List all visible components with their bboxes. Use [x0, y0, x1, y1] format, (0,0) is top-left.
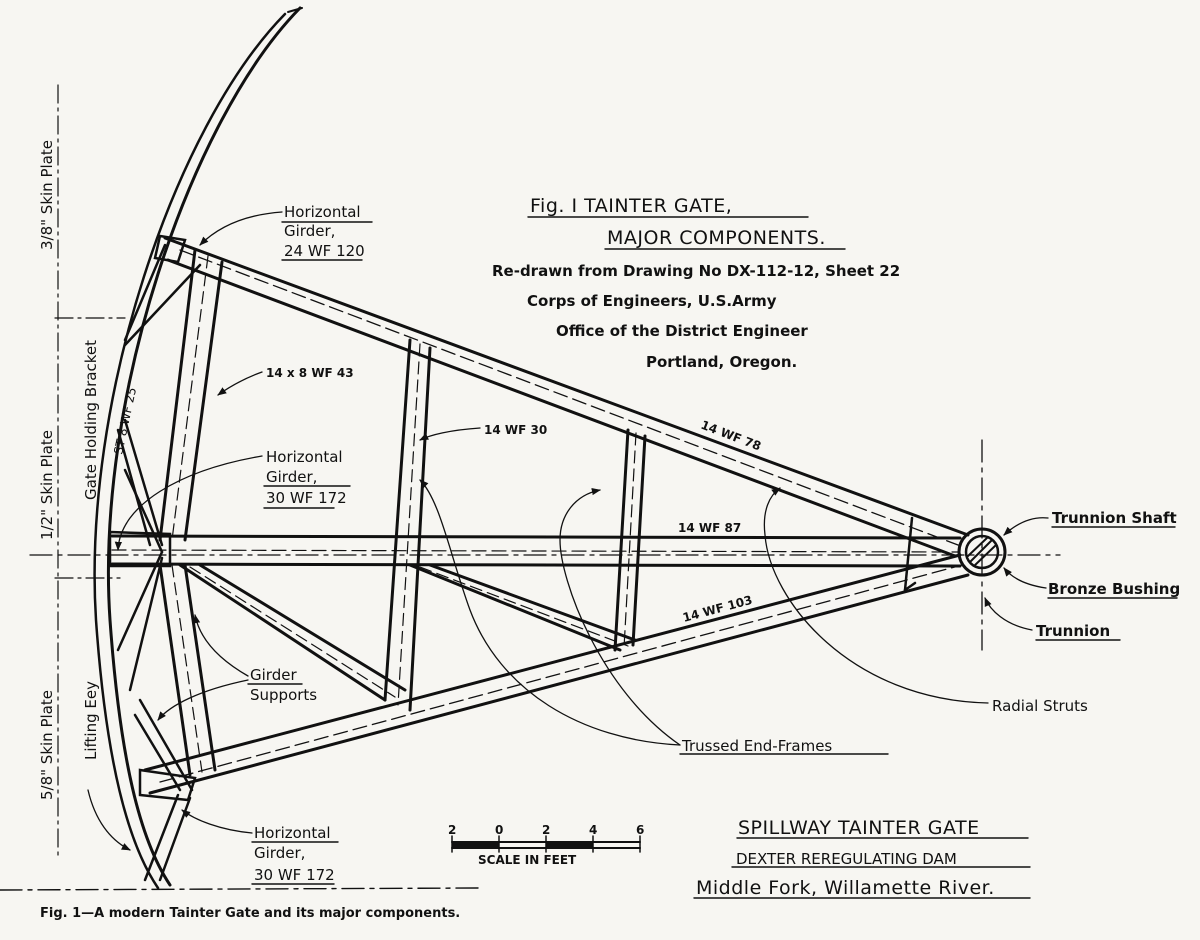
project-line-3: Middle Fork, Willamette River. — [696, 877, 995, 899]
scale-tick-2: 2 — [542, 823, 550, 837]
source-line-4: Portland, Oregon. — [646, 353, 797, 371]
label-skin-plate-mid: 1/2" Skin Plate — [38, 430, 56, 540]
scale-bar — [451, 835, 641, 853]
label-girder-bot-3: 30 WF 172 — [254, 866, 335, 884]
label-bronze-bushing: Bronze Bushing — [1048, 580, 1180, 598]
truss-diagonals — [178, 563, 637, 702]
figure-title-line2: MAJOR COMPONENTS. — [607, 227, 826, 249]
label-girder-top-2: Girder, — [284, 222, 335, 240]
project-line-1: SPILLWAY TAINTER GATE — [738, 817, 980, 839]
source-line-1: Re-drawn from Drawing No DX-112-12, Shee… — [492, 262, 900, 280]
label-trunnion: Trunnion — [1036, 622, 1110, 640]
label-st8wf25: ST 8 WF 25 — [111, 386, 139, 455]
label-girder-mid-2: Girder, — [266, 468, 317, 486]
scale-labels: 2 0 2 4 6 SCALE IN FEET — [448, 823, 644, 867]
figure-title-block: Fig. I TAINTER GATE, MAJOR COMPONENTS. R… — [492, 195, 900, 371]
label-skin-plate-top: 3/8" Skin Plate — [38, 140, 56, 250]
source-line-3: Office of the District Engineer — [556, 322, 808, 340]
label-girder-top-1: Horizontal — [284, 203, 361, 221]
skin-dimension-lines — [54, 84, 126, 861]
scale-tick-4: 6 — [636, 823, 644, 837]
label-girder-supports-2: Supports — [250, 686, 317, 704]
baseline-rule — [0, 887, 481, 891]
member-14x8-wf43 — [158, 248, 224, 777]
skin-plate — [93, 6, 303, 890]
label-14wf87: 14 WF 87 — [678, 521, 741, 535]
radial-strut-bottom — [143, 553, 970, 795]
project-line-2: DEXTER REREGULATING DAM — [736, 850, 957, 868]
label-girder-bot-1: Horizontal — [254, 824, 331, 842]
label-gate-holding-bracket: Gate Holding Bracket — [82, 340, 100, 500]
tainter-gate-drawing: Fig. I TAINTER GATE, MAJOR COMPONENTS. R… — [0, 6, 1180, 899]
radial-strut-top — [163, 236, 970, 558]
label-girder-mid-1: Horizontal — [266, 448, 343, 466]
label-14x8wf43: 14 x 8 WF 43 — [266, 366, 354, 380]
source-line-2: Corps of Engineers, U.S.Army — [527, 292, 777, 310]
scale-tick-3: 4 — [589, 823, 597, 837]
label-radial-struts: Radial Struts — [992, 697, 1088, 715]
scale-caption: SCALE IN FEET — [478, 853, 577, 867]
center-line — [29, 439, 1061, 651]
label-skin-plate-bot: 5/8" Skin Plate — [38, 690, 56, 800]
strut-end-plates — [903, 516, 917, 592]
girder-blocks — [108, 234, 197, 802]
component-labels: Horizontal Girder, 24 WF 120 14 x 8 WF 4… — [38, 140, 1180, 884]
figure-title-line1: Fig. I TAINTER GATE, — [530, 195, 732, 217]
leader-lines — [87, 211, 1049, 851]
label-girder-supports-1: Girder — [250, 666, 297, 684]
scale-tick-0: 2 — [448, 823, 456, 837]
figure-caption: Fig. 1—A modern Tainter Gate and its maj… — [40, 906, 461, 921]
member-14wf30 — [383, 338, 432, 712]
scale-tick-1: 0 — [495, 823, 503, 837]
label-girder-top-3: 24 WF 120 — [284, 242, 365, 260]
label-trussed-end-frames: Trussed End-Frames — [681, 737, 832, 755]
label-girder-bot-2: Girder, — [254, 844, 305, 862]
girder-supports — [116, 243, 202, 882]
member-outer-vertical — [613, 428, 647, 652]
underlines — [247, 216, 1178, 899]
label-14wf30: 14 WF 30 — [484, 423, 547, 437]
project-title-block: SPILLWAY TAINTER GATE DEXTER REREGULATIN… — [696, 817, 995, 899]
label-lifting-eye: Lifting Eey — [82, 681, 100, 760]
label-trunnion-shaft: Trunnion Shaft — [1052, 509, 1177, 527]
trunnion-assembly — [957, 527, 1007, 577]
radial-strut-middle — [110, 534, 962, 568]
label-girder-mid-3: 30 WF 172 — [266, 489, 347, 507]
